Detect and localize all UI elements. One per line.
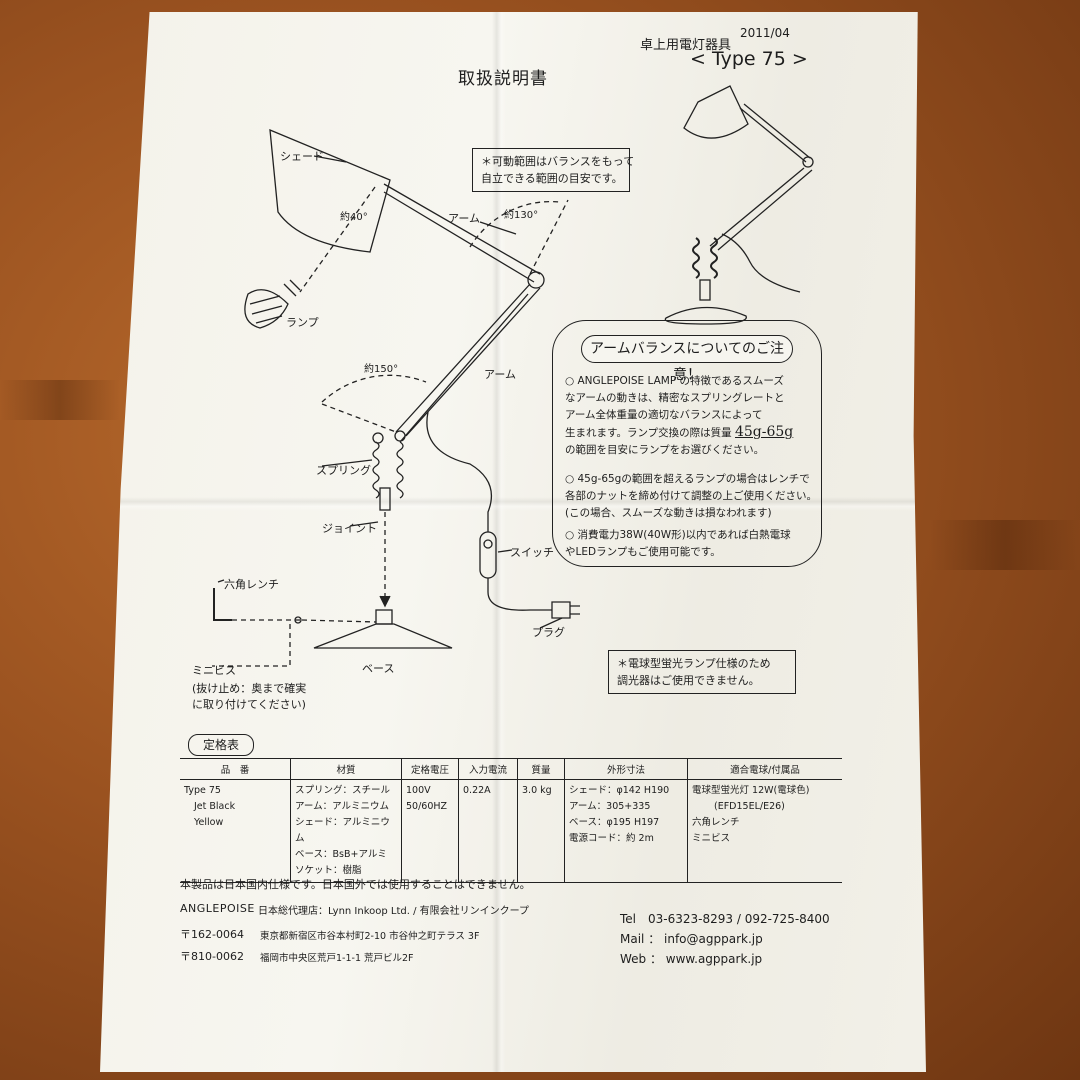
bulb-drawing — [244, 279, 301, 329]
mini-screw-note-line1: (抜け止め：奥まで確実 — [192, 682, 307, 695]
caution-item1-line-d: 生まれます。ランプ交換の際は質量 45g-65g — [565, 424, 794, 440]
label-arm-lower: アーム — [484, 368, 517, 381]
zip-fukuoka: 〒810-0062 — [180, 950, 244, 963]
contact-mail: Mail ： info@agppark.jp — [620, 932, 763, 946]
label-spring: スプリング — [316, 464, 371, 477]
caution-item3-line-a: ○ 消費電力38W(40W形)以内であれば白熱電球 — [565, 529, 791, 541]
document-date: 2011/04 — [740, 26, 790, 40]
product-category: 卓上用電灯器具 — [640, 38, 732, 53]
caution-item1-line-c: アーム全体重量の適切なバランスによって — [565, 409, 763, 421]
paper-fold-horizontal — [100, 497, 926, 511]
spring-right — [396, 441, 404, 499]
address-fukuoka: 福岡市中央区荒戸1-1-1 荒戸ビル2F — [260, 953, 414, 964]
label-switch: スイッチ — [510, 546, 554, 559]
dimmer-note-line1: ＊電球型蛍光ランプ仕様のため — [617, 657, 771, 670]
spec-cell-dimensions: シェード：φ142 H190 アーム：305+335 ベース：φ195 H197… — [564, 779, 688, 883]
leather-crease-left — [0, 380, 120, 420]
label-angle-lower: 約150° — [364, 364, 399, 375]
label-joint: ジョイント — [322, 522, 377, 535]
spec-header-row: 品 番 材質 定格電圧 入力電流 質量 外形寸法 適合電球/付属品 — [180, 758, 842, 780]
distributor: 日本総代理店：Lynn Inkoop Ltd. / 有限会社リンインクープ — [258, 906, 530, 917]
lower-angle-arc — [321, 374, 427, 403]
small-lamp-drawing — [664, 85, 814, 325]
spec-table: 品 番 材質 定格電圧 入力電流 質量 外形寸法 適合電球/付属品 Type 7… — [180, 758, 842, 883]
label-mini-screw: ミニビス — [192, 664, 236, 677]
caution-item2-line-c: (この場合、スムーズな動きは損なわれます) — [565, 507, 772, 519]
caution-item-1: ○ ANGLEPOISE LAMP の特徴であるスムーズ なアームの動きは、精密… — [565, 373, 819, 459]
movable-range-note: ＊可動範囲はバランスをもって 自立できる範囲の目安です。 — [472, 148, 635, 192]
upper-angle-arc — [469, 200, 561, 248]
arm-balance-caution-box: アームバランスについてのご注意！ ○ ANGLEPOISE LAMP の特徴であ… — [552, 320, 822, 567]
base-drawing — [313, 623, 453, 649]
spec-cell-bulbs: 電球型蛍光灯 12W(電球色) (EFD15EL/E26) 六角レンチ ミニビス — [687, 779, 842, 883]
spec-data-row: Type 75 Jet Black Yellow スプリング：スチール アーム：… — [180, 779, 842, 883]
switch-drawing — [479, 531, 497, 579]
spec-header: 入力電流 — [458, 758, 518, 780]
hex-wrench-drawing — [213, 588, 232, 621]
spec-cell-voltage: 100V 50/60HZ — [401, 779, 459, 883]
spec-cell-current: 0.22A — [458, 779, 518, 883]
label-angle-shade: 約40° — [340, 212, 368, 223]
address-tokyo: 東京都新宿区市谷本村町2-10 市谷仲之町テラス 3F — [260, 931, 480, 942]
dimmer-note-line2: 調光器はご使用できません。 — [617, 674, 760, 687]
spec-header: 材質 — [290, 758, 402, 780]
label-shade: シェード — [280, 150, 324, 163]
domestic-use-note: 本製品は日本国内仕様です。日本国外では使用することはできません。 — [180, 878, 531, 891]
contact-tel: Tel 03-6323-8293 / 092-725-8400 — [620, 912, 830, 926]
shade-drawing — [269, 128, 391, 253]
caution-item1-line-a: ○ ANGLEPOISE LAMP の特徴であるスムーズ — [565, 375, 784, 387]
upper-arm-drawing — [383, 183, 541, 283]
contact-web: Web ： www.agppark.jp — [620, 952, 763, 966]
movable-note-line2: 自立できる範囲の目安です。 — [481, 172, 623, 185]
spec-header: 外形寸法 — [564, 758, 688, 780]
spec-cell-mass: 3.0 kg — [517, 779, 565, 883]
spec-table-label: 定格表 — [188, 734, 254, 756]
brand-logo-text: ANGLEPOISE — [180, 902, 255, 915]
power-cord — [426, 411, 493, 532]
caution-item-3: ○ 消費電力38W(40W形)以内であれば白熱電球 やLEDランプもご使用可能で… — [565, 527, 819, 561]
instruction-sheet: 取扱説明書 卓上用電灯器具 2011/04 < Type 75 > シェード 約… — [100, 12, 926, 1072]
document-title: 取扱説明書 — [458, 69, 548, 89]
label-hex-wrench: 六角レンチ — [224, 578, 279, 591]
caution-item-2: ○ 45g-65gの範囲を超えるランプの場合はレンチで 各部のナットを締め付けて… — [565, 471, 819, 522]
movable-note-line1: ＊可動範囲はバランスをもって — [481, 155, 635, 168]
joint-drawing — [379, 487, 391, 511]
zip-tokyo: 〒162-0064 — [180, 928, 244, 941]
spec-header: 適合電球/付属品 — [687, 758, 842, 780]
label-plug: プラグ — [532, 626, 565, 639]
spring-left — [372, 441, 380, 499]
caution-title: アームバランスについてのご注意！ — [581, 335, 793, 383]
dimmer-note: ＊電球型蛍光ランプ仕様のため 調光器はご使用できません。 — [608, 650, 796, 694]
mini-screw-note-line2: に取り付けてください) — [192, 698, 306, 711]
label-arm-upper: アーム — [448, 212, 481, 225]
caution-item1-line-e: の範囲を目安にランプをお選びください。 — [565, 444, 765, 456]
model-name: < Type 75 > — [690, 48, 808, 70]
shade-angle-line — [299, 186, 376, 293]
spec-cell-materials: スプリング：スチール アーム：アルミニウム シェード：アルミニウム ベース：Bs… — [290, 779, 402, 883]
caution-item3-line-b: やLEDランプもご使用可能です。 — [565, 546, 721, 558]
label-lamp: ランプ — [286, 316, 319, 329]
caution-item2-line-b: 各部のナットを締め付けて調整の上ご使用ください。 — [565, 490, 817, 502]
spec-cell-model: Type 75 Jet Black Yellow — [180, 779, 291, 883]
elbow-joint — [527, 271, 545, 289]
label-angle-upper: 約130° — [504, 210, 539, 221]
spec-header: 質量 — [517, 758, 565, 780]
power-cord-lower — [487, 578, 552, 611]
label-base: ベース — [362, 662, 395, 675]
leather-crease-right — [930, 520, 1080, 570]
spec-header: 定格電圧 — [401, 758, 459, 780]
plug-drawing — [551, 601, 571, 619]
caution-item2-line-a: ○ 45g-65gの範囲を超えるランプの場合はレンチで — [565, 473, 810, 485]
lower-arm-drawing — [395, 283, 541, 437]
caution-item1-line-b: なアームの動きは、精密なスプリングレートと — [565, 392, 785, 404]
spec-header: 品 番 — [180, 758, 291, 780]
weight-range: 45g-65g — [734, 424, 794, 440]
